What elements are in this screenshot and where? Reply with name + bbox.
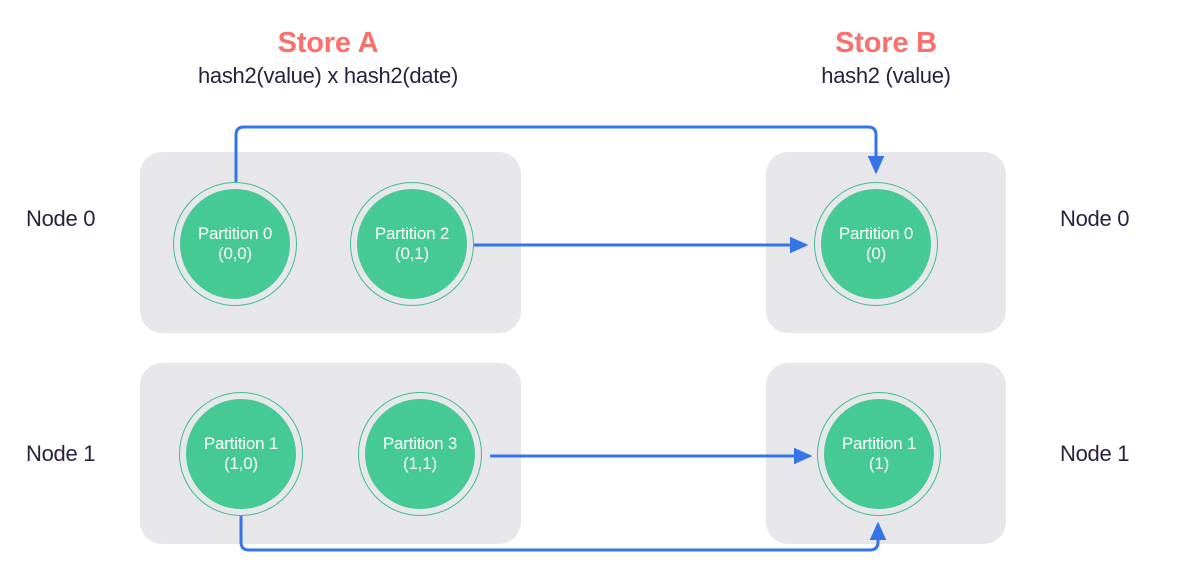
node-label-left-1: Node 1 [26,441,96,466]
partition-disc: Partition 1 (1,0) [186,399,296,509]
partition-name: Partition 1 [841,433,917,453]
partition-store-a-2[interactable]: Partition 2 (0,1) [350,182,474,306]
partition-name: Partition 0 [838,223,914,243]
store-a-title: Store A [277,27,379,59]
partition-name: Partition 1 [203,433,279,453]
partition-key: (0) [865,244,887,263]
partition-disc: Partition 1 (1) [824,399,934,509]
partition-name: Partition 0 [197,223,273,243]
partition-name: Partition 3 [382,433,458,453]
partition-key: (1,0) [224,454,258,473]
partition-key: (0,0) [218,244,252,263]
partition-disc: Partition 3 (1,1) [365,399,475,509]
partition-store-a-3[interactable]: Partition 3 (1,1) [358,392,482,516]
partition-name: Partition 2 [374,223,450,243]
store-b-header: Store B hash2 (value) [746,25,1026,91]
store-b-title: Store B [835,27,937,59]
partition-store-b-0[interactable]: Partition 0 (0) [814,182,938,306]
partition-store-b-1[interactable]: Partition 1 (1) [817,392,941,516]
partition-key: (0,1) [395,244,429,263]
partition-key: (1,1) [403,454,437,473]
node-label-right-1: Node 1 [1060,441,1130,466]
partition-disc: Partition 0 (0) [821,189,931,299]
store-a-header: Store A hash2(value) x hash2(date) [128,25,528,91]
store-b-hash-expression: hash2 (value) [821,63,951,88]
partition-disc: Partition 2 (0,1) [357,189,467,299]
node-label-right-0: Node 0 [1060,206,1130,231]
partition-disc: Partition 0 (0,0) [180,189,290,299]
partition-store-a-0[interactable]: Partition 0 (0,0) [173,182,297,306]
partition-store-a-1[interactable]: Partition 1 (1,0) [179,392,303,516]
node-label-left-0: Node 0 [26,206,96,231]
store-a-hash-expression: hash2(value) x hash2(date) [197,63,459,88]
partition-key: (1) [868,454,890,473]
